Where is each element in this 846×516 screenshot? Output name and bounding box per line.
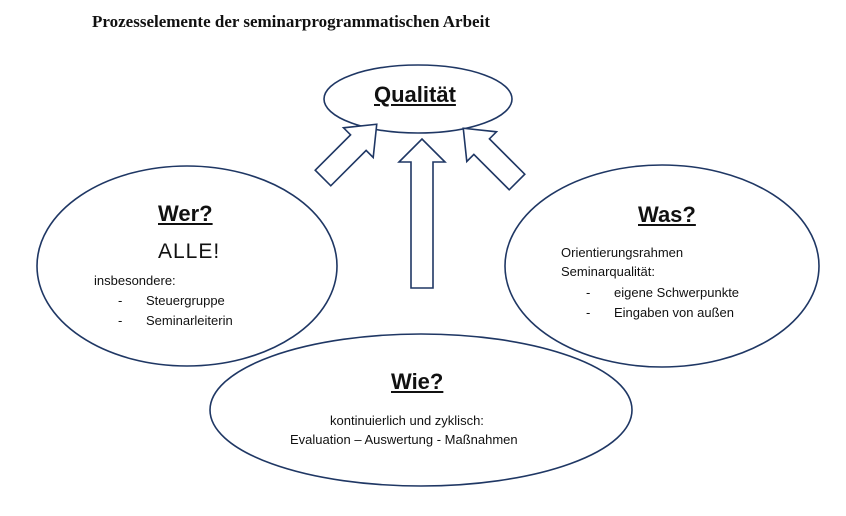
ellipse-was — [504, 164, 820, 368]
ellipse-wie — [209, 333, 633, 487]
wer-list-item: - Seminarleiterin — [118, 313, 233, 328]
was-line2: Seminarqualität: — [561, 264, 655, 279]
diagram-title: Prozesselemente der seminarprogrammatisc… — [92, 12, 490, 31]
was-item-eingaben: Eingaben von außen — [614, 305, 734, 320]
arrow-up-right — [314, 123, 378, 187]
wer-intro: insbesondere: — [94, 273, 176, 288]
list-dash: - — [586, 285, 591, 300]
was-heading: Was? — [638, 202, 696, 227]
list-dash: - — [118, 313, 123, 328]
was-list-item: - eigene Schwerpunkte — [586, 285, 739, 300]
wer-alle: ALLE! — [158, 240, 221, 263]
qualitaet-heading: Qualität — [374, 82, 456, 107]
arrow-up-center — [397, 137, 447, 289]
list-dash: - — [118, 293, 123, 308]
arrow-up-left — [462, 127, 526, 191]
wie-heading: Wie? — [391, 369, 444, 394]
was-list-item: - Eingaben von außen — [586, 305, 734, 320]
wer-list-item: - Steuergruppe — [118, 293, 225, 308]
was-item-schwerpunkte: eigene Schwerpunkte — [614, 285, 740, 300]
wie-line1: kontinuierlich und zyklisch: — [330, 413, 484, 428]
ellipse-wer — [36, 165, 338, 367]
ellipse-qualitaet — [323, 64, 513, 134]
wer-heading: Wer? — [158, 201, 213, 226]
wer-item-steuergruppe: Steuergruppe — [146, 293, 225, 308]
wie-line2: Evaluation – Auswertung - Maßnahmen — [290, 432, 518, 447]
was-line1: Orientierungsrahmen — [561, 245, 684, 260]
wer-item-seminarleiterin: Seminarleiterin — [146, 313, 233, 328]
list-dash: - — [586, 305, 591, 320]
